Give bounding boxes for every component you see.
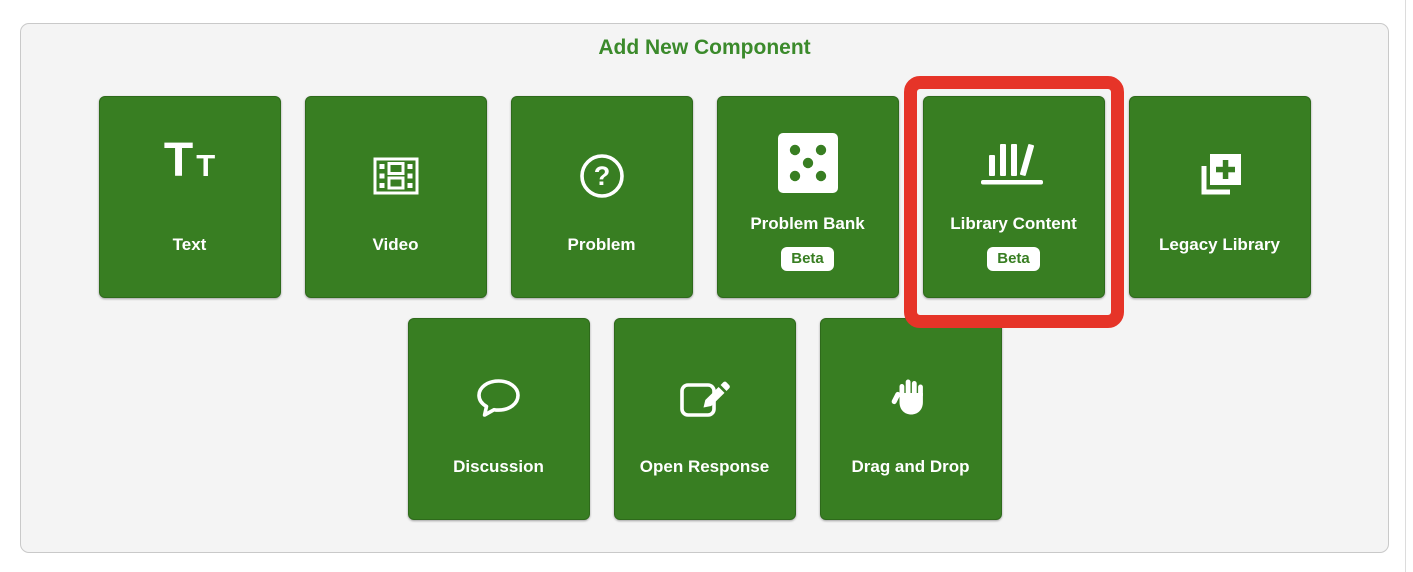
film-icon (373, 137, 419, 215)
add-problem-bank-button[interactable]: Problem Bank Beta (716, 96, 899, 298)
edit-pencil-icon (679, 359, 731, 437)
legacy-library-button-wrap: Legacy Library (1128, 96, 1311, 298)
add-library-content-button[interactable]: Library Content Beta (922, 96, 1105, 298)
discussion-button-wrap: Discussion (407, 318, 590, 520)
add-discussion-button[interactable]: Discussion (407, 318, 590, 520)
component-label: Library Content (950, 213, 1077, 233)
open-response-button-wrap: Open Response (613, 318, 796, 520)
question-circle-icon: ? (578, 137, 626, 215)
copy-plus-icon (1194, 137, 1246, 215)
component-row-2: Discussion Open Response (407, 318, 1002, 520)
component-label: Problem (567, 235, 636, 254)
hand-icon (891, 359, 931, 437)
dice-five-icon (776, 124, 840, 202)
drag-and-drop-button-wrap: Drag and Drop (819, 318, 1002, 520)
text-button-wrap: T T Text (98, 96, 281, 298)
add-problem-button[interactable]: ? Problem (510, 96, 693, 298)
component-row-1: T T Text (98, 76, 1311, 328)
window-edge-divider (1405, 0, 1406, 572)
add-video-button[interactable]: Video (304, 96, 487, 298)
component-label: Discussion (453, 457, 544, 476)
video-button-wrap: Video (304, 96, 487, 298)
problem-button-wrap: ? Problem (510, 96, 693, 298)
beta-badge: Beta (781, 246, 834, 271)
library-shelf-icon (978, 124, 1050, 202)
component-label: Text (172, 235, 207, 254)
library-content-button-wrap: Library Content Beta (903, 76, 1124, 328)
component-label: Problem Bank (750, 213, 865, 233)
add-drag-and-drop-button[interactable]: Drag and Drop (819, 318, 1002, 520)
svg-text:?: ? (593, 161, 610, 191)
add-component-panel: Add New Component T T Text (20, 23, 1389, 553)
add-open-response-button[interactable]: Open Response (613, 318, 796, 520)
add-text-button[interactable]: T T Text (98, 96, 281, 298)
component-label: Video (372, 235, 419, 254)
text-icon: T T (163, 134, 216, 187)
panel-title: Add New Component (598, 36, 811, 59)
component-button-rows: T T Text (21, 76, 1388, 520)
component-label: Drag and Drop (851, 457, 970, 476)
problem-bank-button-wrap: Problem Bank Beta (716, 96, 899, 298)
component-label: Legacy Library (1159, 235, 1280, 254)
beta-badge: Beta (987, 246, 1040, 271)
add-legacy-library-button[interactable]: Legacy Library (1128, 96, 1311, 298)
component-label: Open Response (639, 457, 770, 476)
speech-bubble-icon (475, 359, 522, 437)
